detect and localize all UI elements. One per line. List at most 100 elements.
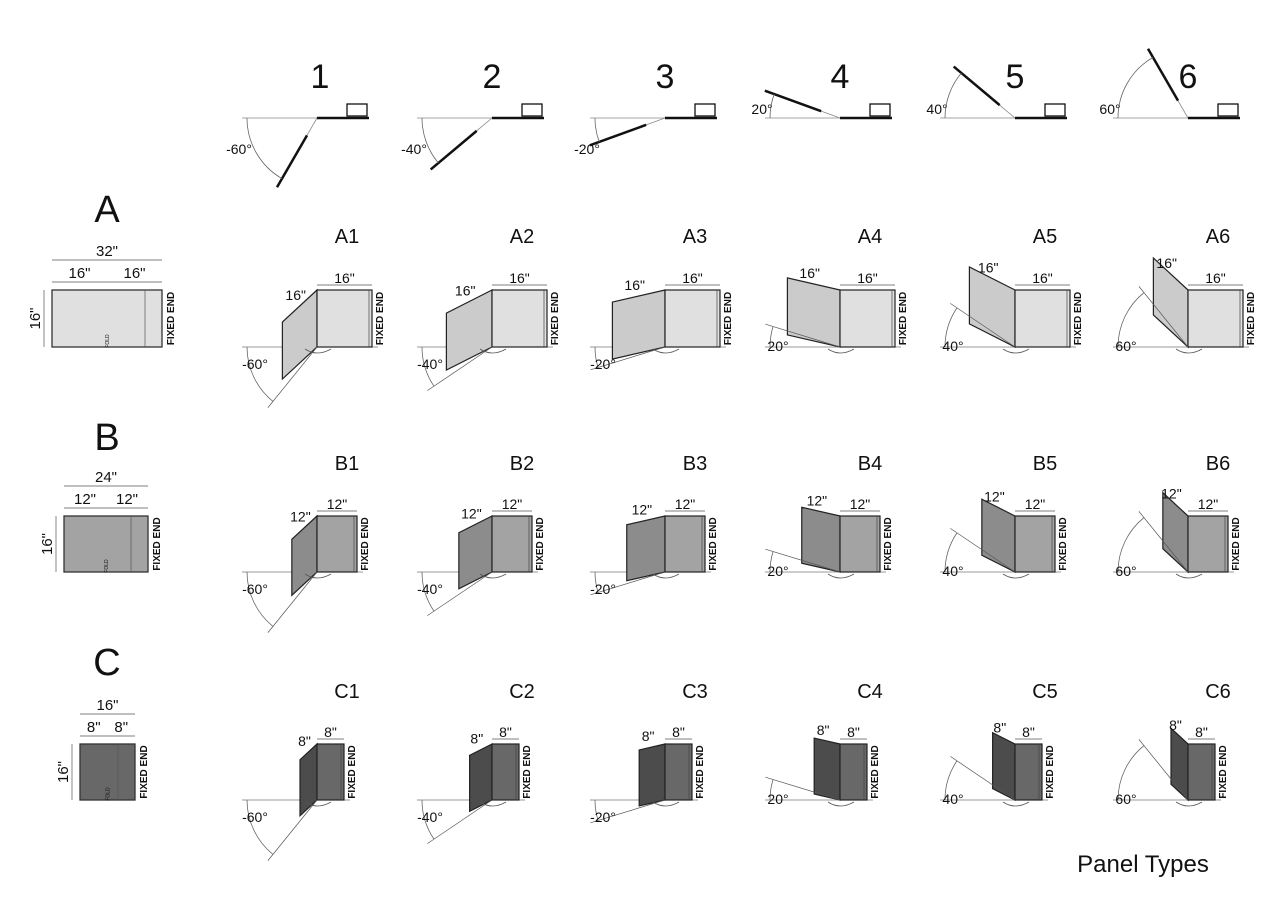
angle-arc	[1117, 745, 1145, 801]
angle-arc	[594, 117, 600, 143]
fold-thin	[1177, 100, 1189, 119]
folding-panel-plan	[429, 129, 478, 171]
hinge-arc	[1175, 348, 1203, 354]
fixed-end-label: FIXED END	[550, 292, 561, 345]
fixed-width-label: 8"	[847, 724, 860, 740]
fixed-panel	[1187, 743, 1216, 801]
angle-label: 60°	[1099, 101, 1120, 117]
angle-ray	[590, 346, 666, 371]
panel-label: B1	[335, 453, 359, 475]
angle-ray	[765, 323, 841, 348]
fixed-width-label: 16"	[334, 270, 355, 286]
fixed-panel	[1014, 289, 1071, 348]
half-width-label: 12"	[116, 491, 138, 508]
fold-width-label: 12"	[632, 501, 653, 517]
panel-label: C3	[682, 681, 708, 703]
angle-label: 20°	[767, 563, 788, 579]
fold-thin	[476, 117, 493, 132]
angle-ray	[765, 776, 841, 801]
fold-width-label: 16"	[455, 283, 476, 299]
angle-label: -40°	[417, 356, 443, 372]
angle-label: 60°	[1115, 338, 1136, 354]
fixed-panel	[1187, 289, 1244, 348]
fixed-width-label: 12"	[327, 496, 348, 512]
angle-arc	[246, 571, 274, 627]
hinge-arc	[827, 801, 855, 807]
angle-ray	[1138, 511, 1189, 573]
fixed-end-box	[694, 103, 716, 117]
panel-label: C4	[857, 681, 883, 703]
fixed-end-label: FIXED END	[522, 745, 533, 798]
half-width-label: 16"	[68, 265, 90, 282]
angle-arc	[944, 532, 958, 573]
panel-label: A1	[335, 226, 359, 248]
angle-label: -60°	[242, 581, 268, 597]
fixed-width-label: 16"	[509, 270, 530, 286]
column-number: 1	[311, 58, 330, 96]
hinge-arc	[827, 573, 855, 579]
total-width-label: 24"	[95, 469, 117, 486]
hinge-arc	[1002, 348, 1030, 354]
fixed-panel	[1014, 515, 1056, 573]
fixed-end-label: FIXED END	[695, 745, 706, 798]
angle-label: -20°	[590, 809, 616, 825]
fixed-end-label: FIXED END	[360, 517, 371, 570]
angle-arc	[944, 307, 958, 348]
folding-panel	[638, 743, 666, 807]
fixed-width-label: 8"	[672, 724, 685, 740]
folding-panel	[611, 289, 666, 360]
fold-width-label: 16"	[1156, 255, 1177, 271]
angle-label: 40°	[926, 101, 947, 117]
fold-width-label: 8"	[993, 719, 1006, 735]
fold-width-label: 16"	[799, 265, 820, 281]
folding-panel	[1152, 256, 1189, 349]
fixed-panel	[316, 289, 373, 348]
fixed-end-label: FIXED END	[535, 517, 546, 570]
fixed-panel	[839, 743, 868, 801]
panel-label: A5	[1033, 226, 1057, 248]
fold-width-label: 16"	[978, 259, 999, 275]
angle-ray	[427, 346, 493, 391]
angle-ray	[950, 303, 1016, 348]
fixed-end-label: FIXED END	[139, 745, 150, 798]
hinge-arc	[1175, 801, 1203, 807]
angle-label: 20°	[767, 338, 788, 354]
fixed-end-label: FIXED END	[723, 292, 734, 345]
fixed-width-label: 16"	[682, 270, 703, 286]
hinge-arc	[304, 348, 332, 354]
fixed-panel	[664, 515, 706, 573]
fixed-panel	[491, 515, 533, 573]
angle-ray	[590, 571, 666, 596]
angle-arc	[769, 93, 775, 119]
fold-width-label: 12"	[1161, 485, 1182, 501]
panel-label: C5	[1032, 681, 1058, 703]
folding-panel-plan	[275, 134, 309, 188]
angle-arc	[421, 799, 435, 840]
panel-label: C2	[509, 681, 535, 703]
hinge-arc	[1175, 573, 1203, 579]
fixed-panel	[664, 289, 721, 348]
angle-label: -40°	[417, 809, 443, 825]
fixed-panel	[491, 743, 520, 801]
folding-panel	[458, 515, 493, 590]
angle-arc	[769, 551, 774, 573]
flat-panel	[79, 743, 136, 801]
column-number: 5	[1006, 58, 1025, 96]
fixed-end-label: FIXED END	[375, 292, 386, 345]
fixed-end-label: FIXED END	[152, 517, 163, 570]
folding-panel-plan	[589, 123, 647, 147]
diagram-title: Panel Types	[1077, 851, 1209, 878]
half-width-label: 12"	[74, 491, 96, 508]
panel-label: B2	[510, 453, 534, 475]
angle-ray	[1138, 739, 1189, 801]
fixed-width-label: 12"	[850, 496, 871, 512]
angle-label: -40°	[401, 141, 427, 157]
fold-thin	[821, 110, 841, 119]
angle-arc	[944, 760, 958, 801]
column-number: 3	[656, 58, 675, 96]
hinge-arc	[479, 348, 507, 354]
hinge-arc	[652, 573, 680, 579]
angle-ray	[950, 756, 1016, 801]
fold-width-label: 12"	[290, 509, 311, 525]
hinge-arc	[652, 348, 680, 354]
